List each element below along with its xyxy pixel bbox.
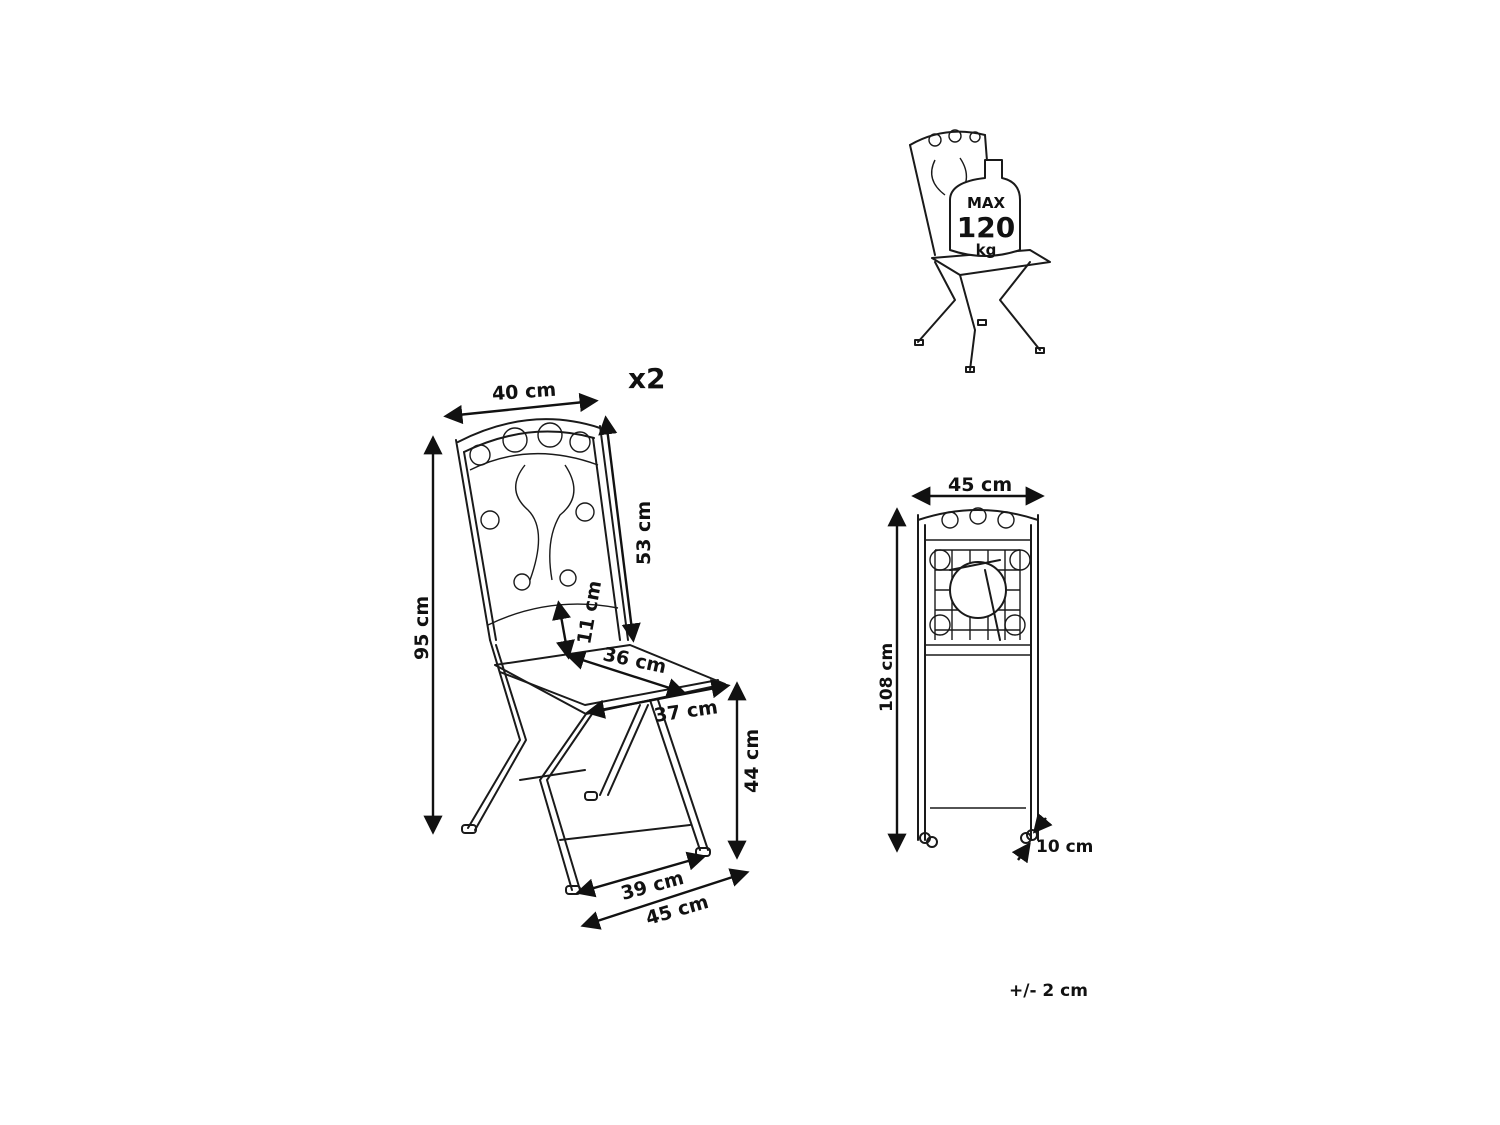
load-badge-max: MAX xyxy=(967,194,1006,212)
dim-folded-depth-bottom xyxy=(1011,842,1031,864)
label-seat-height: 44 cm xyxy=(741,729,763,793)
back-scrollwork xyxy=(469,422,595,591)
dim-back-width xyxy=(443,392,599,425)
dim-back-height xyxy=(598,415,641,643)
quantity-label: x2 xyxy=(628,362,666,395)
dim-seat-width xyxy=(585,679,731,719)
chair-side-view xyxy=(455,418,726,895)
dim-base-width xyxy=(580,868,750,930)
load-badge-value: 120 xyxy=(957,211,1015,244)
label-back-seat-gap: 11 cm xyxy=(573,579,606,646)
label-back-height: 53 cm xyxy=(633,501,655,565)
label-seat-depth: 36 cm xyxy=(601,643,668,678)
tolerance-note: +/- 2 cm xyxy=(1009,981,1088,1001)
dim-folded-depth-top xyxy=(1032,812,1053,834)
load-badge-unit: kg xyxy=(976,241,997,259)
dim-back-seat-gap xyxy=(552,600,575,660)
label-back-width: 40 cm xyxy=(491,379,557,405)
label-seat-width: 37 cm xyxy=(653,696,720,727)
label-folded-height: 108 cm xyxy=(877,643,897,712)
chair-load-view: MAX 120 kg xyxy=(909,129,1051,373)
chair-folded-view xyxy=(917,507,1039,848)
label-folded-width: 45 cm xyxy=(948,474,1012,496)
label-folded-depth: 10 cm xyxy=(1036,837,1093,857)
label-total-height: 95 cm xyxy=(411,596,433,660)
